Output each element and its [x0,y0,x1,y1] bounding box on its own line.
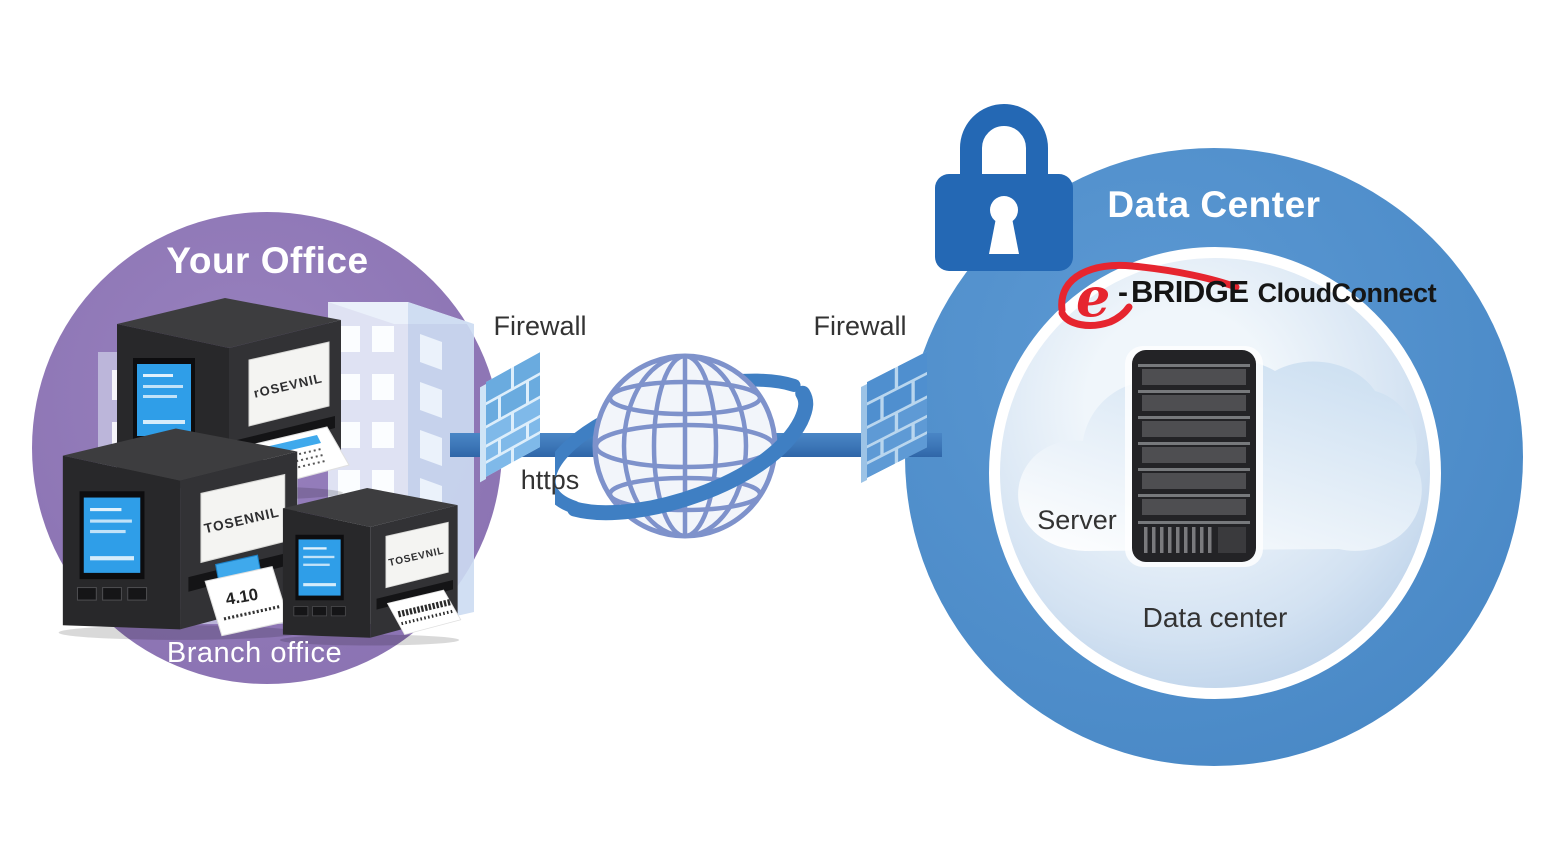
office-title: Your Office [166,240,369,281]
brick-wall-icon [867,351,927,478]
ebridge-cloudconnect-logo: e - BRIDGE CloudConnect [1052,258,1437,332]
logo-dash: - [1118,276,1128,309]
datacenter-title: Data Center [1107,184,1321,225]
server-label: Server [1037,505,1117,535]
globe-icon [555,353,814,539]
brand-plate [385,521,449,589]
datacenter-caption: Data center [1142,602,1288,633]
logo-text: - BRIDGE CloudConnect [1118,274,1437,310]
padlock-icon [935,104,1073,271]
label-printer-icon: TOSENNIL 4.10 [58,428,300,640]
brand-plate [248,341,330,427]
logo-swoosh-icon: e [1058,261,1240,329]
https-label: https [520,465,580,495]
server-tower-icon [1125,346,1263,567]
logo-e: e [1076,265,1110,329]
keyhole [990,196,1018,224]
firewall-right-label: Firewall [813,311,907,341]
logo-cloudconnect: CloudConnect [1257,278,1437,308]
branch-office-caption: Branch office [166,637,343,669]
brick-wall-icon [486,352,540,477]
firewall-right-icon [867,351,927,478]
logo-bridge: BRIDGE [1131,274,1249,309]
label-printer-icon: TOSEVNIL [279,487,462,646]
firewall-left-label: Firewall [493,311,587,341]
firewall-left-icon [486,352,540,477]
